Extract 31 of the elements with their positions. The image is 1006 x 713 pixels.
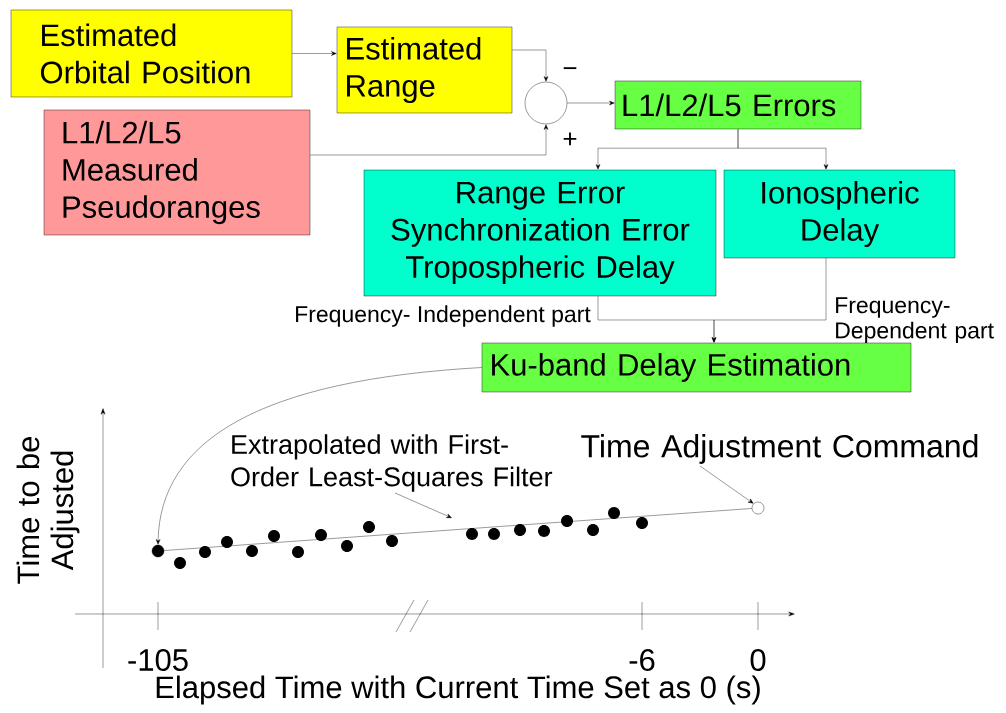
process-box: L1/L2/L5 Measured Pseudoranges	[43, 109, 311, 236]
annotation-text: Extrapolated with First- Order Least-Squares Filter	[231, 434, 553, 492]
edge-label: +	[563, 132, 577, 146]
tick-label: 0	[750, 649, 766, 671]
process-box: L1/L2/L5 Errors	[614, 80, 862, 130]
process-box: Estimated Range	[336, 26, 513, 114]
connector-arrow	[292, 51, 337, 56]
edge-label: Frequency- Dependent part	[836, 297, 994, 344]
tick-label: -105	[128, 649, 188, 671]
process-box: Range Error Synchronization Error Tropospheric Delay	[363, 169, 717, 297]
leader-arrow	[394, 492, 452, 518]
process-box: Estimated Orbital Position	[10, 9, 293, 98]
summing-junction	[524, 81, 568, 125]
axis-title: Elapsed Time with Current Time Set as 0 (s)	[156, 675, 760, 705]
tick-label: -6	[629, 649, 655, 671]
connector-arrow	[155, 367, 482, 545]
connector-arrow	[310, 124, 549, 156]
data-point	[751, 501, 765, 515]
fit-line	[164, 508, 753, 551]
connector-arrow	[711, 258, 827, 343]
connector-arrow	[567, 100, 615, 106]
data-point	[151, 544, 165, 558]
annotation-text: Time Adjustment Command	[581, 434, 978, 464]
connector-arrow	[737, 129, 829, 170]
edge-label: −	[563, 67, 577, 70]
connector-arrow	[512, 49, 549, 82]
edge-label: Frequency- Independent part	[296, 305, 591, 327]
axis-title: Time to be Adjusted	[16, 437, 80, 584]
process-box: Ionospheric Delay	[723, 169, 956, 259]
process-box: Ku-band Delay Estimation	[481, 342, 912, 393]
leader-arrow	[699, 465, 754, 504]
